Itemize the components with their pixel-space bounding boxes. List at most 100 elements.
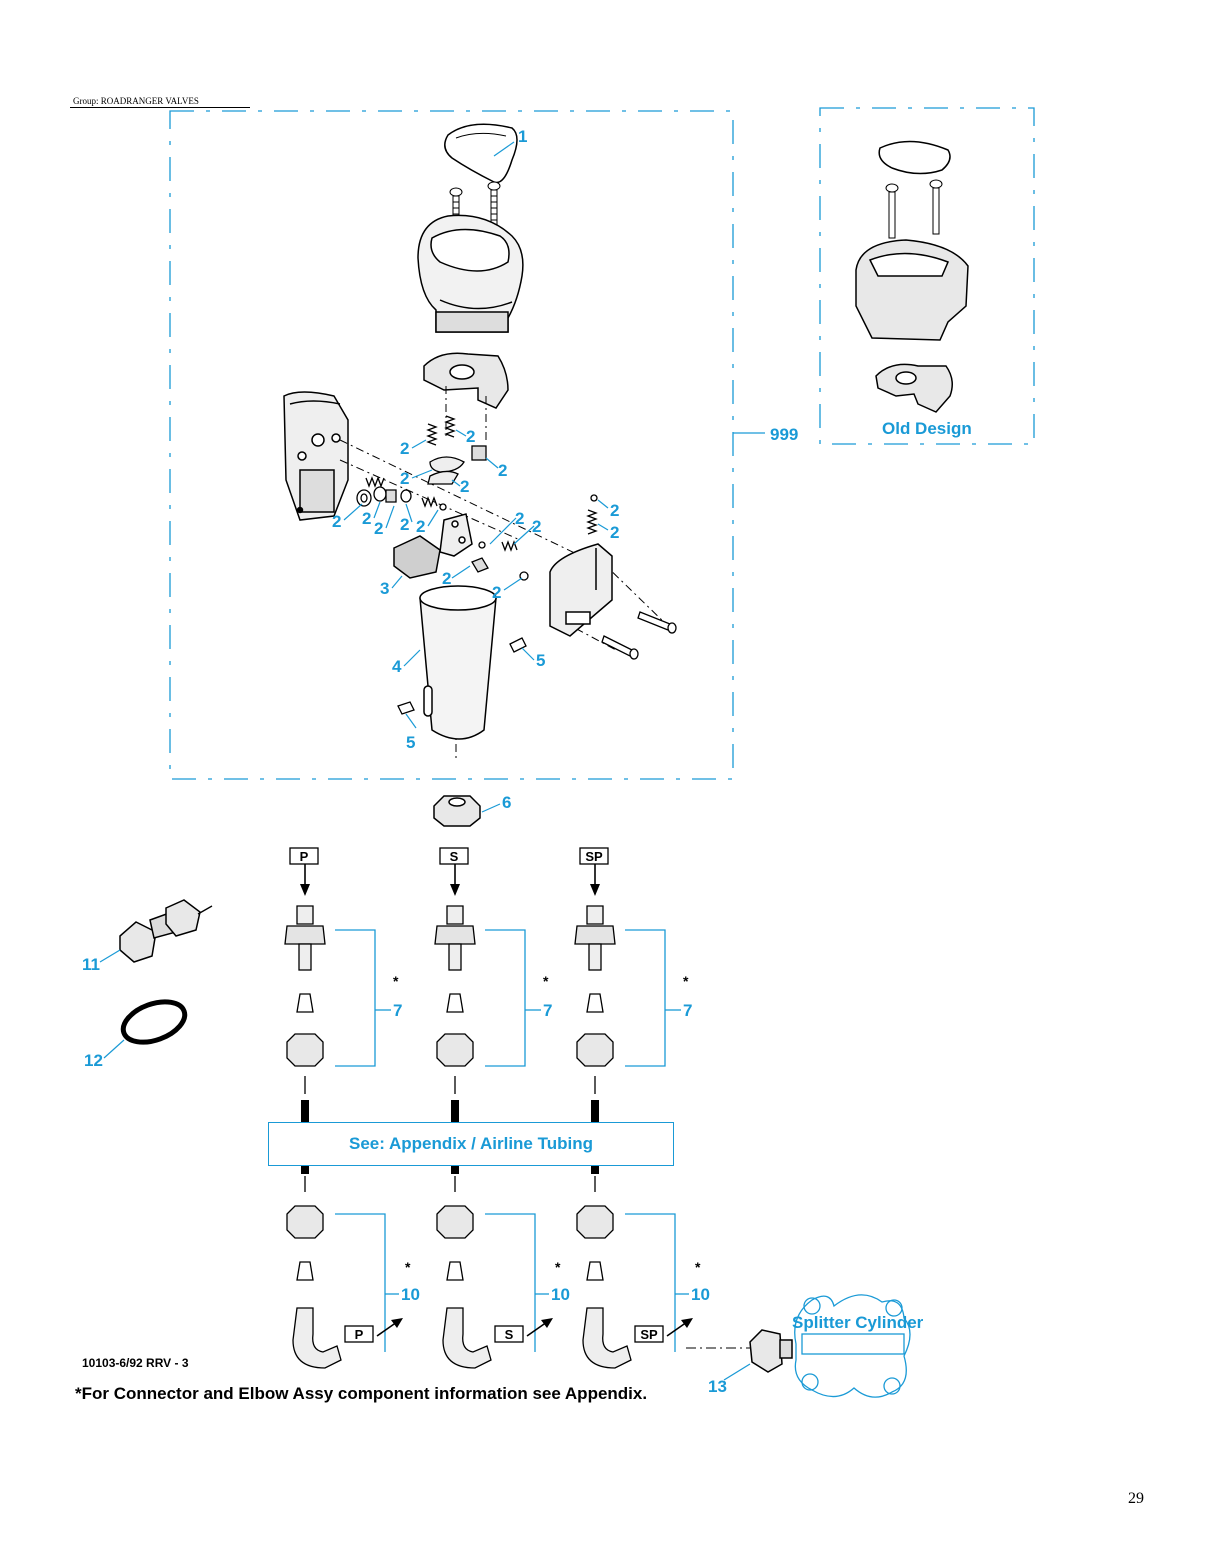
shift-tube-icon	[419, 585, 497, 740]
old-design-knob-icon	[855, 239, 969, 341]
connector-stem-icon	[448, 943, 462, 971]
knob-insert-icon	[444, 123, 518, 184]
elbow-icon	[582, 1307, 632, 1369]
connector-bracket	[485, 929, 526, 1067]
connector-icon	[434, 925, 476, 945]
callout-5: 5	[406, 733, 415, 752]
callout-2: 2	[515, 509, 524, 528]
nut-icon	[286, 1205, 324, 1239]
port-label: P	[300, 849, 309, 864]
o-ring-icon	[120, 999, 188, 1045]
button-icon	[393, 535, 441, 579]
callout-11: 11	[82, 955, 100, 974]
tubing-icon	[301, 1100, 309, 1122]
appendix-tubing-box: See: Appendix / Airline Tubing	[268, 1122, 674, 1166]
footnote-marker: *	[555, 1259, 561, 1275]
connector-bracket	[335, 929, 376, 1067]
flow-arrow-head	[590, 884, 600, 896]
callout-2: 2	[362, 509, 371, 528]
screw-icon	[885, 179, 943, 239]
right-housing-icon	[549, 543, 613, 637]
union-fitting-icon	[119, 899, 213, 963]
connector-icon	[284, 925, 326, 945]
ferrule-icon	[586, 993, 604, 1013]
port-label-box	[634, 1325, 664, 1343]
screw-icon	[397, 637, 527, 715]
callout-10: 10	[551, 1285, 570, 1304]
figure-id: 10103-6/92 RRV - 3	[82, 1356, 189, 1370]
callout-10: 10	[401, 1285, 420, 1304]
connector-bracket	[625, 929, 666, 1067]
callout-12: 12	[84, 1051, 103, 1070]
ferrule-icon	[296, 993, 314, 1013]
footnote-marker: *	[683, 973, 689, 989]
callout-2: 2	[610, 523, 619, 542]
callout-10: 10	[691, 1285, 710, 1304]
connector-icon	[296, 905, 314, 925]
old-design-label: Old Design	[882, 419, 972, 438]
port-label: S	[450, 849, 459, 864]
splitter-fitting-icon	[749, 1329, 793, 1373]
ferrule-icon	[296, 1261, 314, 1281]
elbow-bracket	[485, 1213, 536, 1352]
callout-2: 2	[460, 477, 469, 496]
callout-2: 2	[466, 427, 475, 446]
callout-2: 2	[532, 517, 541, 536]
tubing-icon	[591, 1100, 599, 1122]
callout-7: 7	[543, 1001, 552, 1020]
assembly-boundary	[169, 110, 734, 780]
nut-icon	[286, 1033, 324, 1067]
callout-2: 2	[400, 439, 409, 458]
callout-2: 2	[610, 501, 619, 520]
old-design-boundary	[819, 107, 1035, 445]
valve-housing-icon	[283, 391, 349, 521]
elbow-bracket	[335, 1213, 386, 1352]
tubing-icon	[301, 1164, 309, 1174]
footnote: *For Connector and Elbow Assy component …	[75, 1384, 648, 1403]
callout-2: 2	[374, 519, 383, 538]
flow-arrow-head	[450, 884, 460, 896]
callout-13-leader	[723, 1363, 751, 1381]
header-rule	[70, 107, 250, 108]
port-column-p: P*7*10P	[284, 847, 420, 1369]
spring-icon	[365, 415, 598, 552]
callout-13: 13	[708, 1377, 727, 1396]
callout-7: 7	[393, 1001, 402, 1020]
flow-arrow-head	[541, 1318, 553, 1328]
small-parts-icon	[356, 445, 598, 581]
nut-icon	[436, 1033, 474, 1067]
port-column-s: S*7*10S	[434, 847, 570, 1369]
footnote-marker: *	[695, 1259, 701, 1275]
flow-arrow	[526, 1321, 548, 1337]
port-label-box	[494, 1325, 524, 1343]
flow-arrow-head	[300, 884, 310, 896]
callout-3: 3	[380, 579, 389, 598]
connector-icon	[446, 905, 464, 925]
ferrule-icon	[446, 1261, 464, 1281]
page-header: Group: ROADRANGER VALVES	[73, 96, 199, 106]
footnote-marker: *	[543, 973, 549, 989]
callout-2: 2	[332, 512, 341, 531]
ferrule-icon	[586, 1261, 604, 1281]
port-label: S	[505, 1327, 514, 1342]
old-design-insert-icon	[878, 140, 951, 175]
rocker-plate-icon	[439, 513, 473, 557]
port-label: SP	[640, 1327, 658, 1342]
port-label-box	[439, 847, 469, 865]
elbow-icon	[442, 1307, 492, 1369]
appendix-tubing-label: See: Appendix / Airline Tubing	[349, 1134, 593, 1153]
callout-2: 2	[442, 569, 451, 588]
port-label: SP	[585, 849, 603, 864]
connector-icon	[586, 905, 604, 925]
ferrule-icon	[446, 993, 464, 1013]
footnote-marker: *	[393, 973, 399, 989]
tubing-icon	[591, 1164, 599, 1174]
elbow-icon	[292, 1307, 342, 1369]
splitter-cylinder-icon	[794, 1294, 911, 1398]
callout-2: 2	[498, 461, 507, 480]
flow-arrow-head	[681, 1318, 693, 1328]
cam-plate-icon	[875, 363, 953, 413]
